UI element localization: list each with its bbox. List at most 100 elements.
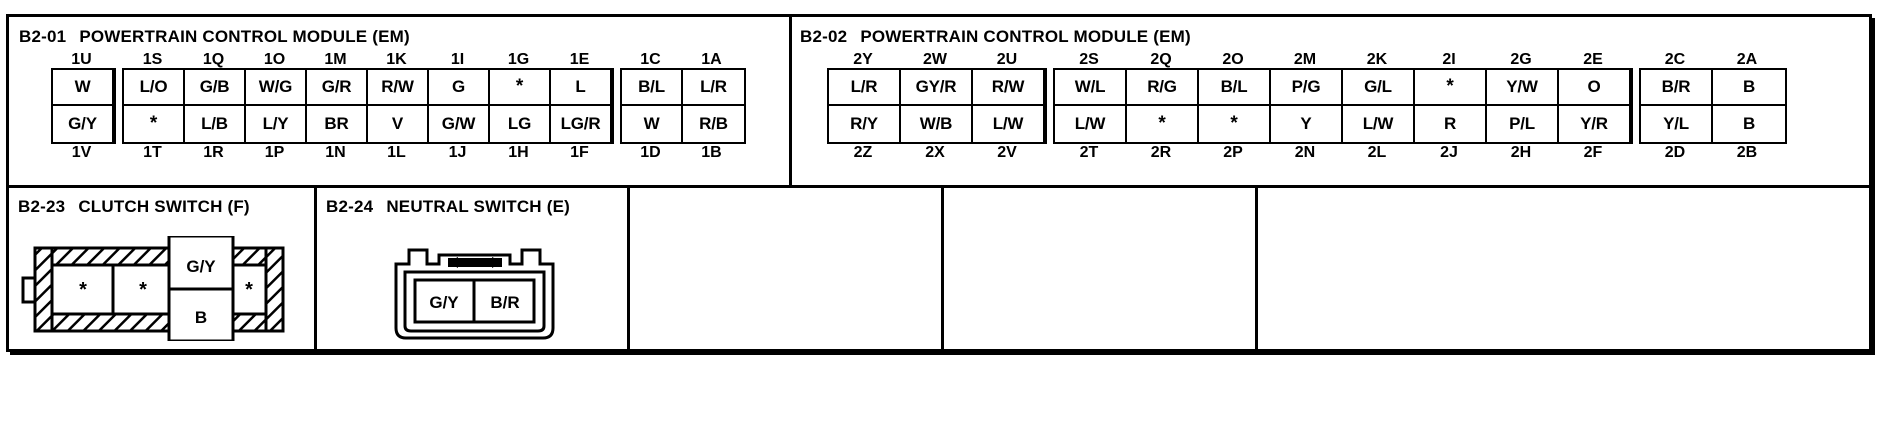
pin-column-2Y[interactable]: L/R R/Y	[829, 70, 901, 142]
pin-cell-2I[interactable]: *	[1415, 70, 1485, 106]
pin-cell-1A[interactable]: L/R	[683, 70, 744, 106]
pin-cell-1B[interactable]: R/B	[699, 114, 728, 133]
pin-cell-2R[interactable]: *	[1158, 113, 1166, 134]
pin-label-1L: 1L	[387, 144, 406, 161]
pin-cell-2F[interactable]: Y/R	[1580, 114, 1608, 133]
pin-column-1S[interactable]: L/O *	[124, 70, 185, 142]
pin-cell-2U[interactable]: R/W	[973, 70, 1043, 106]
pin-cell-2Y[interactable]: L/R	[829, 70, 899, 106]
pin-cell-2H[interactable]: P/L	[1509, 114, 1535, 133]
pin-label-2U: 2U	[996, 51, 1018, 68]
clutch-center-top-label: G/Y	[186, 257, 216, 276]
pin-column-1A[interactable]: L/R R/B	[683, 70, 744, 142]
pin-label-1V: 1V	[71, 144, 92, 161]
pin-cell-1L[interactable]: V	[391, 114, 404, 133]
pin-column-2S[interactable]: W/L L/W	[1055, 70, 1127, 142]
pin-cell-2Z[interactable]: R/Y	[850, 114, 878, 133]
pin-cell-1I[interactable]: G	[429, 70, 488, 106]
pin-cell-2G[interactable]: Y/W	[1487, 70, 1557, 106]
pin-cell-2A[interactable]: B	[1713, 70, 1785, 106]
pin-cell-2E[interactable]: O	[1559, 70, 1629, 106]
pin-cell-1K[interactable]: R/W	[368, 70, 427, 106]
pin-cell-1V[interactable]: G/Y	[68, 114, 97, 133]
pin-cell-2K[interactable]: G/L	[1343, 70, 1413, 106]
pin-column-1O[interactable]: W/G L/Y	[246, 70, 307, 142]
pin-cell-1S[interactable]: L/O	[124, 70, 183, 106]
neutral-connector-svg: G/Y B/R	[394, 248, 555, 340]
panel-code-b2-23: B2-23	[18, 197, 66, 216]
pin-column-1G[interactable]: * LG	[490, 70, 551, 142]
pin-cell-2C[interactable]: B/R	[1641, 70, 1711, 106]
pin-column-1U[interactable]: W G/Y	[53, 70, 114, 142]
pin-cell-1D[interactable]: W	[643, 114, 660, 133]
pin-column-2U[interactable]: R/W L/W	[973, 70, 1045, 142]
pin-keyway-gap	[114, 68, 124, 144]
pin-cell-1E[interactable]: L	[551, 70, 610, 106]
pin-column-1C[interactable]: B/L W	[622, 70, 683, 142]
pin-cell-2M[interactable]: P/G	[1271, 70, 1341, 106]
pin-cell-1F[interactable]: LG/R	[560, 114, 601, 133]
neutral-cell-1: G/Y	[429, 293, 459, 312]
pin-cell-2Q[interactable]: R/G	[1127, 70, 1197, 106]
pin-cell-2P[interactable]: *	[1230, 113, 1238, 134]
pin-cell-2V[interactable]: L/W	[992, 114, 1024, 133]
pin-label-1K: 1K	[386, 51, 407, 68]
pin-label-1P: 1P	[264, 144, 285, 161]
pin-cell-2T[interactable]: L/W	[1074, 114, 1106, 133]
pin-column-2K[interactable]: G/L L/W	[1343, 70, 1415, 142]
pin-label-2Z: 2Z	[853, 144, 873, 161]
pin-column-2O[interactable]: B/L *	[1199, 70, 1271, 142]
pin-cell-2B[interactable]: B	[1742, 114, 1756, 133]
pin-label-2F: 2F	[1583, 144, 1603, 161]
pin-column-2I[interactable]: *R	[1415, 70, 1487, 142]
pin-cell-1P[interactable]: L/Y	[262, 114, 289, 133]
pin-column-2G[interactable]: Y/W P/L	[1487, 70, 1559, 142]
pin-column-1Q[interactable]: G/B L/B	[185, 70, 246, 142]
pin-column-1M[interactable]: G/R BR	[307, 70, 368, 142]
pin-label-1J: 1J	[448, 144, 467, 161]
pin-column-1K[interactable]: R/W V	[368, 70, 429, 142]
pin-column-2W[interactable]: GY/R W/B	[901, 70, 973, 142]
pin-label-2L: 2L	[1367, 144, 1387, 161]
pin-cell-1H[interactable]: LG	[507, 114, 532, 133]
panel-divider-vertical-3	[627, 188, 630, 349]
clutch-center-bottom-label: B	[195, 308, 207, 327]
pin-column-1E[interactable]: L LG/R	[551, 70, 612, 142]
pin-cell-2W[interactable]: GY/R	[901, 70, 971, 106]
pin-cell-1G[interactable]: *	[490, 70, 549, 106]
pin-cell-1U[interactable]: W	[53, 70, 112, 106]
pin-keyway-gap	[612, 68, 622, 144]
pin-column-1I[interactable]: G G/W	[429, 70, 490, 142]
pin-label-1T: 1T	[143, 144, 162, 161]
pin-cell-2O[interactable]: B/L	[1199, 70, 1269, 106]
pin-column-2Q[interactable]: R/G *	[1127, 70, 1199, 142]
pin-cell-1Q[interactable]: G/B	[185, 70, 244, 106]
pin-label-2R: 2R	[1150, 144, 1172, 161]
pin-cell-1O[interactable]: W/G	[246, 70, 305, 106]
clutch-cell-3: *	[245, 279, 253, 301]
pin-cell-1M[interactable]: G/R	[307, 70, 366, 106]
panel-code-b2-01: B2-01	[19, 27, 67, 46]
pin-cell-1C[interactable]: B/L	[622, 70, 681, 106]
pin-cell-1R[interactable]: L/B	[201, 114, 228, 133]
pin-cell-2S[interactable]: W/L	[1055, 70, 1125, 106]
clutch-switch-graphic: * * * G/Y B	[21, 234, 306, 346]
pin-cell-2D[interactable]: Y/L	[1663, 114, 1689, 133]
pin-column-2M[interactable]: P/G Y	[1271, 70, 1343, 142]
pin-cell-1J[interactable]: G/W	[441, 114, 476, 133]
pin-cell-1T[interactable]: *	[149, 113, 158, 134]
pin-cell-2X[interactable]: W/B	[919, 114, 953, 133]
pin-keyway-gap	[1045, 68, 1055, 144]
pin-cell-2L[interactable]: L/W	[1362, 114, 1394, 133]
pin-column-2E[interactable]: O Y/R	[1559, 70, 1631, 142]
pin-cell-2N[interactable]: Y	[1300, 114, 1312, 133]
pin-column-2C[interactable]: B/R Y/L	[1641, 70, 1713, 142]
pin-cell-1N[interactable]: BR	[324, 114, 349, 133]
pin-cell-2J[interactable]: R	[1443, 114, 1457, 133]
